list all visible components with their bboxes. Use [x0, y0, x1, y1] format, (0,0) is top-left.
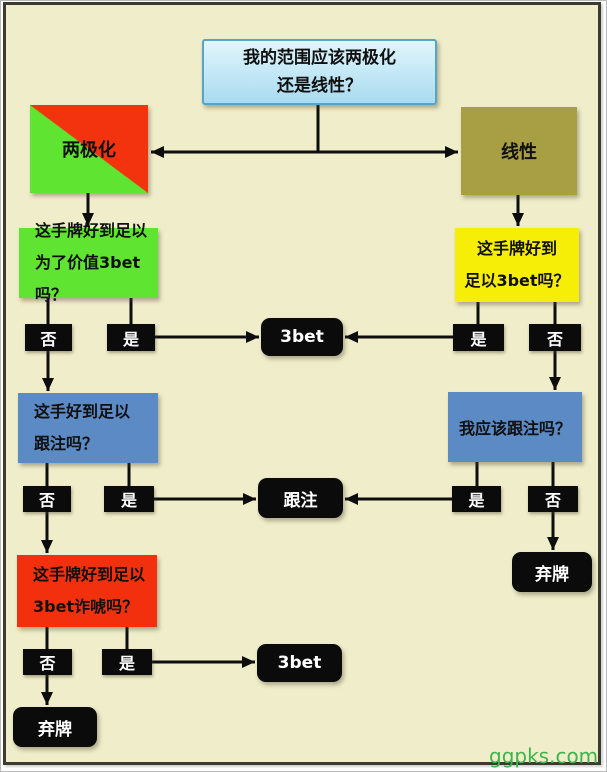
node-no-1-left: 否	[25, 324, 72, 351]
no-label: 否	[39, 654, 56, 673]
good-3bet-line2: 足以3bet吗？	[464, 271, 570, 290]
no-label: 否	[40, 329, 57, 349]
node-action-fold-right: 弃牌	[512, 552, 592, 592]
node-yes-1-left: 是	[107, 324, 155, 351]
node-linear: 线性	[461, 107, 577, 195]
node-question-good-3bet: 这手牌好到 足以3bet吗？	[455, 228, 579, 302]
value-3bet-line2: 为了价值3bet吗？	[35, 253, 141, 304]
value-3bet-line1: 这手牌好到足以	[35, 221, 148, 240]
yes-label: 是	[122, 329, 139, 349]
bluff-3bet-line1: 这手牌好到足以	[33, 565, 146, 584]
no-label: 否	[544, 491, 561, 510]
node-root-question: 我的范围应该两极化 还是线性？	[202, 39, 437, 105]
node-no-3: 否	[23, 649, 72, 675]
call-right-label: 我应该跟注吗？	[458, 419, 571, 438]
node-yes-3: 是	[102, 649, 152, 675]
yes-label: 是	[120, 491, 137, 510]
yes-label: 是	[470, 329, 487, 349]
node-action-3bet-bottom: 3bet	[257, 644, 342, 682]
root-question-line2: 还是线性？	[277, 76, 362, 96]
node-action-call: 跟注	[258, 478, 343, 518]
root-question-line1: 我的范围应该两极化	[243, 48, 396, 68]
action-3bet-top-label: 3bet	[280, 327, 324, 347]
bluff-3bet-line2: 3bet诈唬吗？	[33, 597, 139, 616]
call-left-line2: 跟注吗？	[34, 434, 99, 453]
call-left-line1: 这手好到足以	[34, 402, 131, 421]
yes-label: 是	[468, 491, 485, 510]
action-fold-right-label: 弃牌	[535, 564, 569, 585]
linear-label: 线性	[501, 142, 537, 163]
good-3bet-line1: 这手牌好到	[476, 239, 557, 258]
node-question-value-3bet: 这手牌好到足以 为了价值3bet吗？	[19, 221, 158, 304]
node-yes-1-right: 是	[453, 324, 504, 351]
node-question-bluff-3bet: 这手牌好到足以 3bet诈唬吗？	[17, 555, 157, 627]
node-action-fold-bottom: 弃牌	[13, 707, 97, 747]
no-label: 否	[546, 329, 563, 349]
polarized-label: 两极化	[62, 140, 116, 161]
node-action-3bet-top: 3bet	[261, 318, 343, 356]
watermark: ggpks.com	[489, 744, 599, 768]
node-yes-2-left: 是	[104, 486, 154, 512]
action-fold-bottom-label: 弃牌	[38, 719, 72, 740]
no-label: 否	[38, 491, 55, 510]
node-question-call-right: 我应该跟注吗？	[448, 392, 582, 462]
node-yes-2-right: 是	[452, 486, 501, 512]
yes-label: 是	[118, 654, 135, 673]
node-no-1-right: 否	[529, 324, 581, 351]
node-question-call-left: 这手好到足以 跟注吗？	[18, 393, 158, 463]
node-no-2-left: 否	[23, 486, 71, 512]
node-polarized: 两极化	[30, 105, 148, 193]
node-no-2-right: 否	[528, 486, 578, 512]
action-call-label: 跟注	[283, 490, 318, 511]
action-3bet-bottom-label: 3bet	[277, 653, 322, 673]
